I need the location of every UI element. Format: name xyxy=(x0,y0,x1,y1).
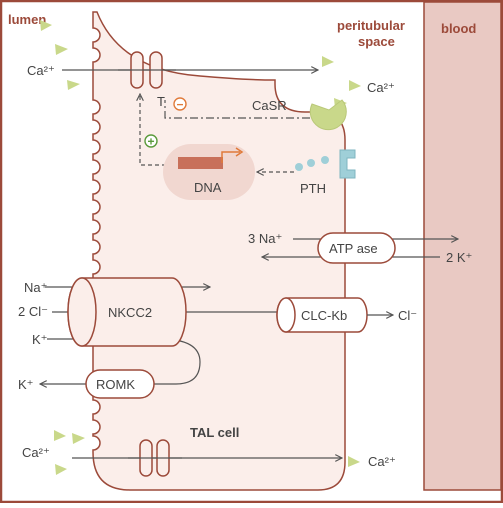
cl-out-label: Cl⁻ xyxy=(398,308,417,323)
peritubular-label-2: space xyxy=(358,34,395,49)
peritubular-label-1: peritubular xyxy=(337,18,405,33)
calcium-ion-icon xyxy=(72,433,85,444)
plus-sign: + xyxy=(147,135,154,149)
promoter-arrow-icon xyxy=(221,151,240,163)
tal-cell-label: TAL cell xyxy=(190,425,239,440)
romk-label: ROMK xyxy=(96,377,135,392)
stimulation-arrow xyxy=(140,94,180,166)
pth-molecule-icon xyxy=(321,156,329,164)
t-mark-label: T xyxy=(157,94,165,109)
romk-channel xyxy=(85,369,155,399)
ca-lumen-bottom-label: Ca²⁺ xyxy=(22,445,50,460)
minus-sign: − xyxy=(176,98,183,112)
calcium-ion-icon xyxy=(322,56,334,67)
k-in-label: 2 K⁺ xyxy=(446,250,472,265)
calcium-ion-icon xyxy=(40,20,52,31)
cl-nkcc-label: 2 Cl⁻ xyxy=(18,304,48,319)
calcium-ion-icon xyxy=(348,456,360,467)
nkcc2-transporter-cap xyxy=(67,277,97,347)
casr-receptor-icon xyxy=(309,99,347,131)
ca-peri-bottom-label: Ca²⁺ xyxy=(368,454,396,469)
dna-bar-icon xyxy=(178,157,223,169)
cell-body xyxy=(92,11,346,491)
calcium-ion-icon xyxy=(54,430,66,441)
nkcc2-label: NKCC2 xyxy=(108,305,152,320)
ca-lumen-top-label: Ca²⁺ xyxy=(27,63,55,78)
pth-molecule-icon xyxy=(307,159,315,167)
k-nkcc-label: K⁺ xyxy=(32,332,48,347)
atpase-pump xyxy=(317,232,396,264)
na-in-label: 3 Na⁺ xyxy=(248,231,282,246)
calcium-ion-icon xyxy=(55,44,68,55)
blood-region xyxy=(423,1,502,491)
ca-peri-top-label: Ca²⁺ xyxy=(367,80,395,95)
minus-sign-icon xyxy=(173,97,187,111)
calcium-ion-icon xyxy=(55,464,67,475)
na-nkcc-label: Na⁺ xyxy=(24,280,47,295)
pth-label: PTH xyxy=(300,181,326,196)
casr-label: CaSR xyxy=(252,98,287,113)
plus-sign-icon xyxy=(144,134,158,148)
calcium-ion-icon xyxy=(349,80,361,91)
atpase-label: ATP ase xyxy=(329,241,378,256)
clc-kb-label: CLC-Kb xyxy=(301,308,347,323)
pth-receptor-icon xyxy=(339,149,356,179)
calcium-ion-icon xyxy=(67,80,80,90)
k-out-label: K⁺ xyxy=(18,377,34,392)
inhibition-line xyxy=(164,100,310,119)
dna-label: DNA xyxy=(194,180,222,195)
lumen-label: lumen xyxy=(8,12,46,27)
pth-molecule-icon xyxy=(295,163,303,171)
blood-label: blood xyxy=(441,21,476,36)
clc-kb-channel-cap xyxy=(276,297,296,333)
